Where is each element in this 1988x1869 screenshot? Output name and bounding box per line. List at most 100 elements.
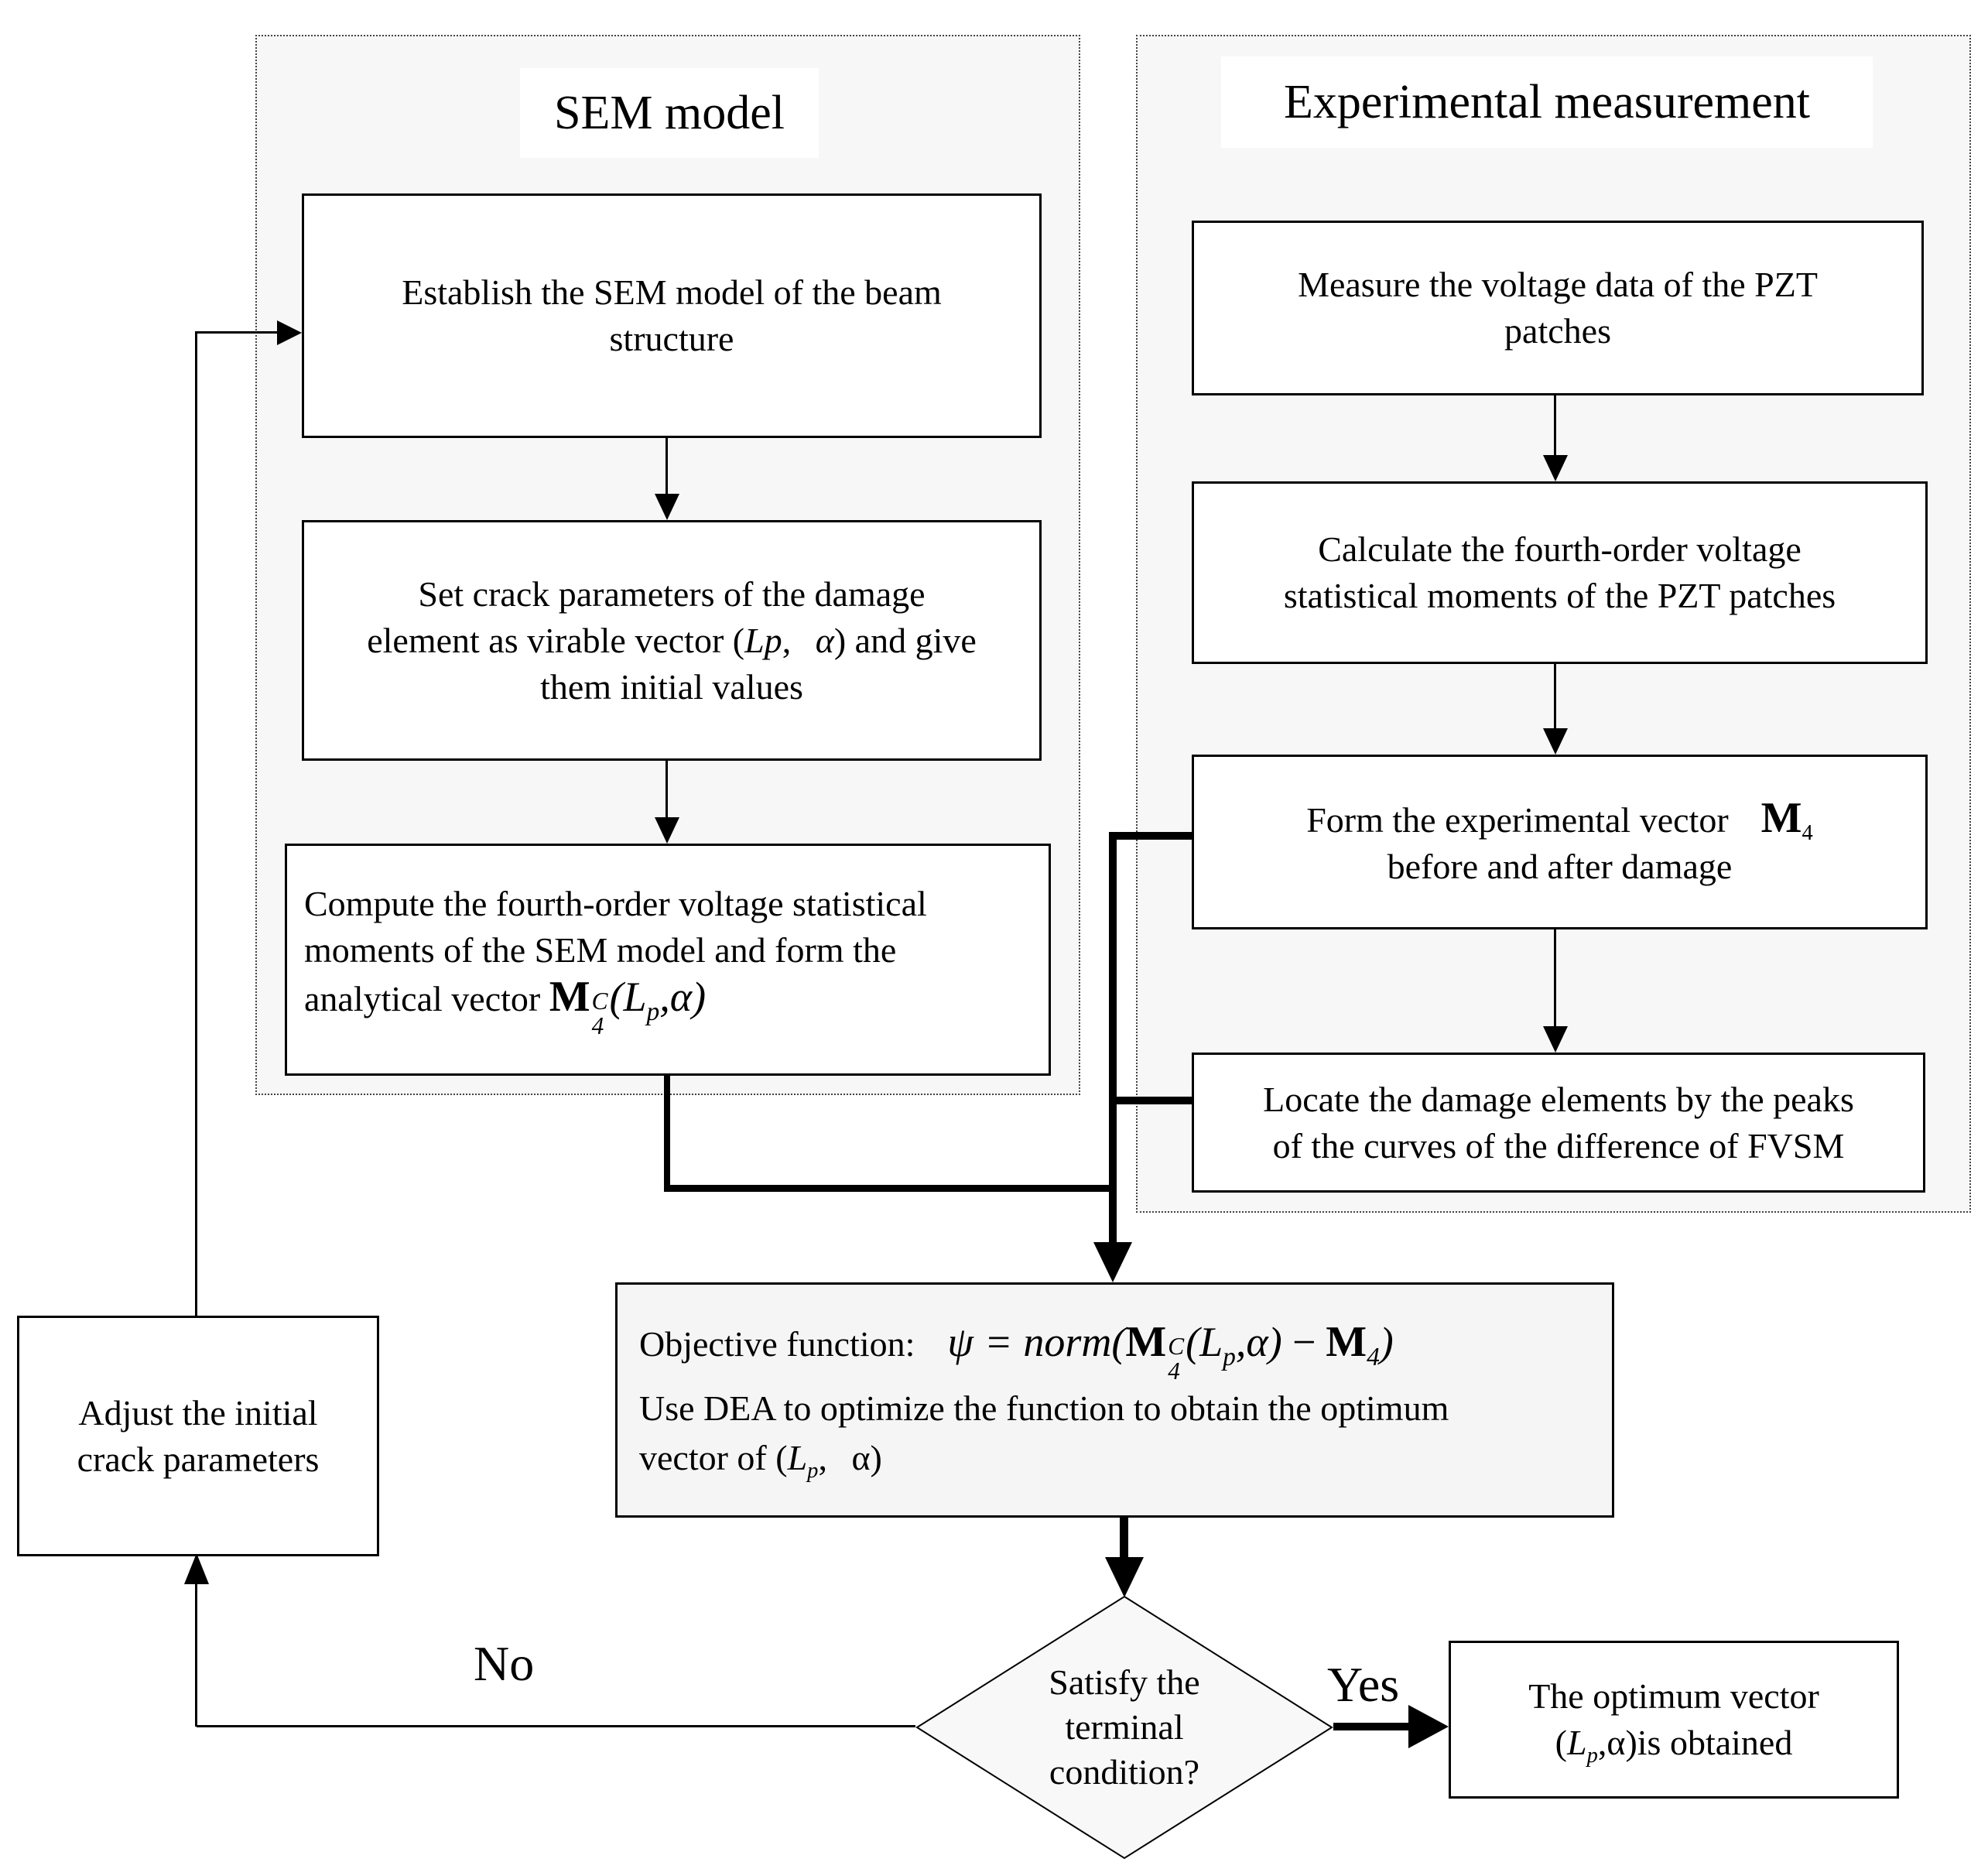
connector-form-locate: [1554, 923, 1556, 1026]
equals: =: [984, 1319, 1013, 1366]
arrowhead-down-icon: [1543, 1026, 1568, 1053]
connector-setcrack-compute: [666, 755, 668, 817]
connector-yes: [1333, 1723, 1408, 1730]
norm: norm: [1023, 1319, 1112, 1366]
connector-measure-calculate: [1554, 389, 1556, 455]
adjust-line1: Adjust the initial: [78, 1392, 318, 1433]
vector-M: M: [1760, 793, 1802, 842]
no-label: No: [474, 1636, 535, 1691]
sub-4: 4: [591, 1012, 604, 1039]
objective-line3: vector of (Lp, α): [639, 1433, 882, 1483]
var-alpha: α: [669, 974, 693, 1021]
sub-4b: 4: [1367, 1342, 1380, 1371]
set-crack-line3: them initial values: [540, 666, 803, 707]
sup-C: C: [591, 987, 608, 1015]
vector-M: M: [549, 973, 590, 1022]
arrowhead-down-icon: [1543, 455, 1568, 481]
adjust-box: Adjust the initial crack parameters: [17, 1316, 379, 1556]
arrowhead-right-icon: [277, 320, 302, 345]
diamond-line2: terminal: [1065, 1707, 1184, 1747]
objective-label: Objective function:: [639, 1324, 915, 1364]
minus: −: [1289, 1319, 1319, 1366]
objective-line3-post: ): [870, 1437, 882, 1477]
paren-open: (: [609, 974, 624, 1021]
comma: ,: [782, 620, 800, 660]
connector-calculate-form: [1554, 658, 1556, 728]
connector-adjust-establish: [195, 331, 277, 334]
optimum-line2-post: )is obtained: [1625, 1723, 1793, 1762]
compute-line2: moments of the SEM model and form the: [304, 930, 897, 970]
paren-close: ): [692, 974, 707, 1021]
arrowhead-down-icon: [655, 817, 679, 844]
sub-4: 4: [1802, 820, 1813, 845]
set-crack-box: Set crack parameters of the damage eleme…: [302, 520, 1042, 761]
comma: ,: [818, 1437, 837, 1477]
connector-form-stub: [1109, 832, 1194, 840]
var-L: L: [1199, 1319, 1223, 1366]
comma: ,: [659, 974, 670, 1021]
var-L: L: [1566, 1723, 1587, 1762]
sup-C: C: [1168, 1332, 1185, 1360]
var-alpha: α: [851, 1437, 871, 1477]
var-alpha: α: [815, 620, 834, 660]
arrowhead-right-icon: [1408, 1705, 1449, 1748]
optimum-line2: (Lp,α)is obtained: [1555, 1720, 1793, 1767]
connector-locate-stub: [1109, 1097, 1194, 1104]
vector-M2: M: [1326, 1318, 1367, 1367]
set-crack-line2-post: ) and give: [833, 620, 977, 660]
sub-p: p: [807, 1459, 819, 1483]
compute-box: Compute the fourth-order voltage statist…: [285, 844, 1051, 1076]
set-crack-line2: element as virable vector (Lp, α) and gi…: [367, 618, 977, 664]
sub-p: p: [1223, 1342, 1236, 1371]
sub-4: 4: [1168, 1357, 1180, 1385]
arrowhead-down-icon: [655, 494, 679, 520]
establish-box: Establish the SEM model of the beam stru…: [302, 193, 1042, 438]
var-alpha: α: [1246, 1319, 1268, 1366]
vector-M: M: [1125, 1318, 1167, 1367]
comma: ,: [1597, 1723, 1607, 1762]
calculate-line1: Calculate the fourth-order voltage: [1318, 529, 1802, 569]
var-L: L: [623, 974, 647, 1021]
objective-line3-pre: vector of (: [639, 1437, 788, 1477]
compute-line3-pre: analytical vector: [304, 979, 549, 1019]
optimum-line1: The optimum vector: [1528, 1676, 1819, 1716]
sem-panel-title: SEM model: [520, 68, 819, 158]
diamond-text: Satisfy the terminal condition?: [970, 1660, 1279, 1795]
calculate-line2: statistical moments of the PZT patches: [1283, 576, 1836, 615]
var-Lp: Lp: [744, 620, 782, 660]
connector-adjust-up: [195, 333, 197, 1316]
connector-merge-trunk: [1109, 832, 1117, 1242]
diamond-shape: [915, 1595, 1333, 1860]
connector-objective-diamond: [1120, 1516, 1128, 1557]
arrowhead-down-icon: [1543, 728, 1568, 755]
connector-establish-setcrack: [666, 432, 668, 494]
arrowhead-down-icon: [1105, 1557, 1144, 1597]
locate-box: Locate the damage elements by the peaks …: [1192, 1053, 1925, 1193]
experimental-panel-title-text: Experimental measurement: [1283, 75, 1810, 128]
measure-line1: Measure the voltage data of the PZT: [1298, 265, 1818, 304]
var-L: L: [787, 1437, 808, 1477]
paren-open: (: [1111, 1319, 1126, 1366]
establish-line1: Establish the SEM model of the beam: [402, 272, 942, 312]
objective-line2: Use DEA to optimize the function to obta…: [639, 1388, 1449, 1428]
connector-sem-drop: [664, 1073, 670, 1191]
paren-close: ): [1379, 1319, 1394, 1366]
sem-panel-title-text: SEM model: [554, 86, 785, 139]
measure-box: Measure the voltage data of the PZT patc…: [1192, 221, 1924, 395]
connector-sem-across: [664, 1185, 1117, 1192]
calculate-box: Calculate the fourth-order voltage stati…: [1192, 481, 1928, 664]
paren-close2: ): [1268, 1319, 1282, 1366]
paren-open: (: [1555, 1723, 1567, 1762]
compute-line1: Compute the fourth-order voltage statist…: [304, 884, 927, 924]
establish-line2: structure: [609, 319, 734, 358]
diamond-line3: condition?: [1049, 1752, 1200, 1792]
